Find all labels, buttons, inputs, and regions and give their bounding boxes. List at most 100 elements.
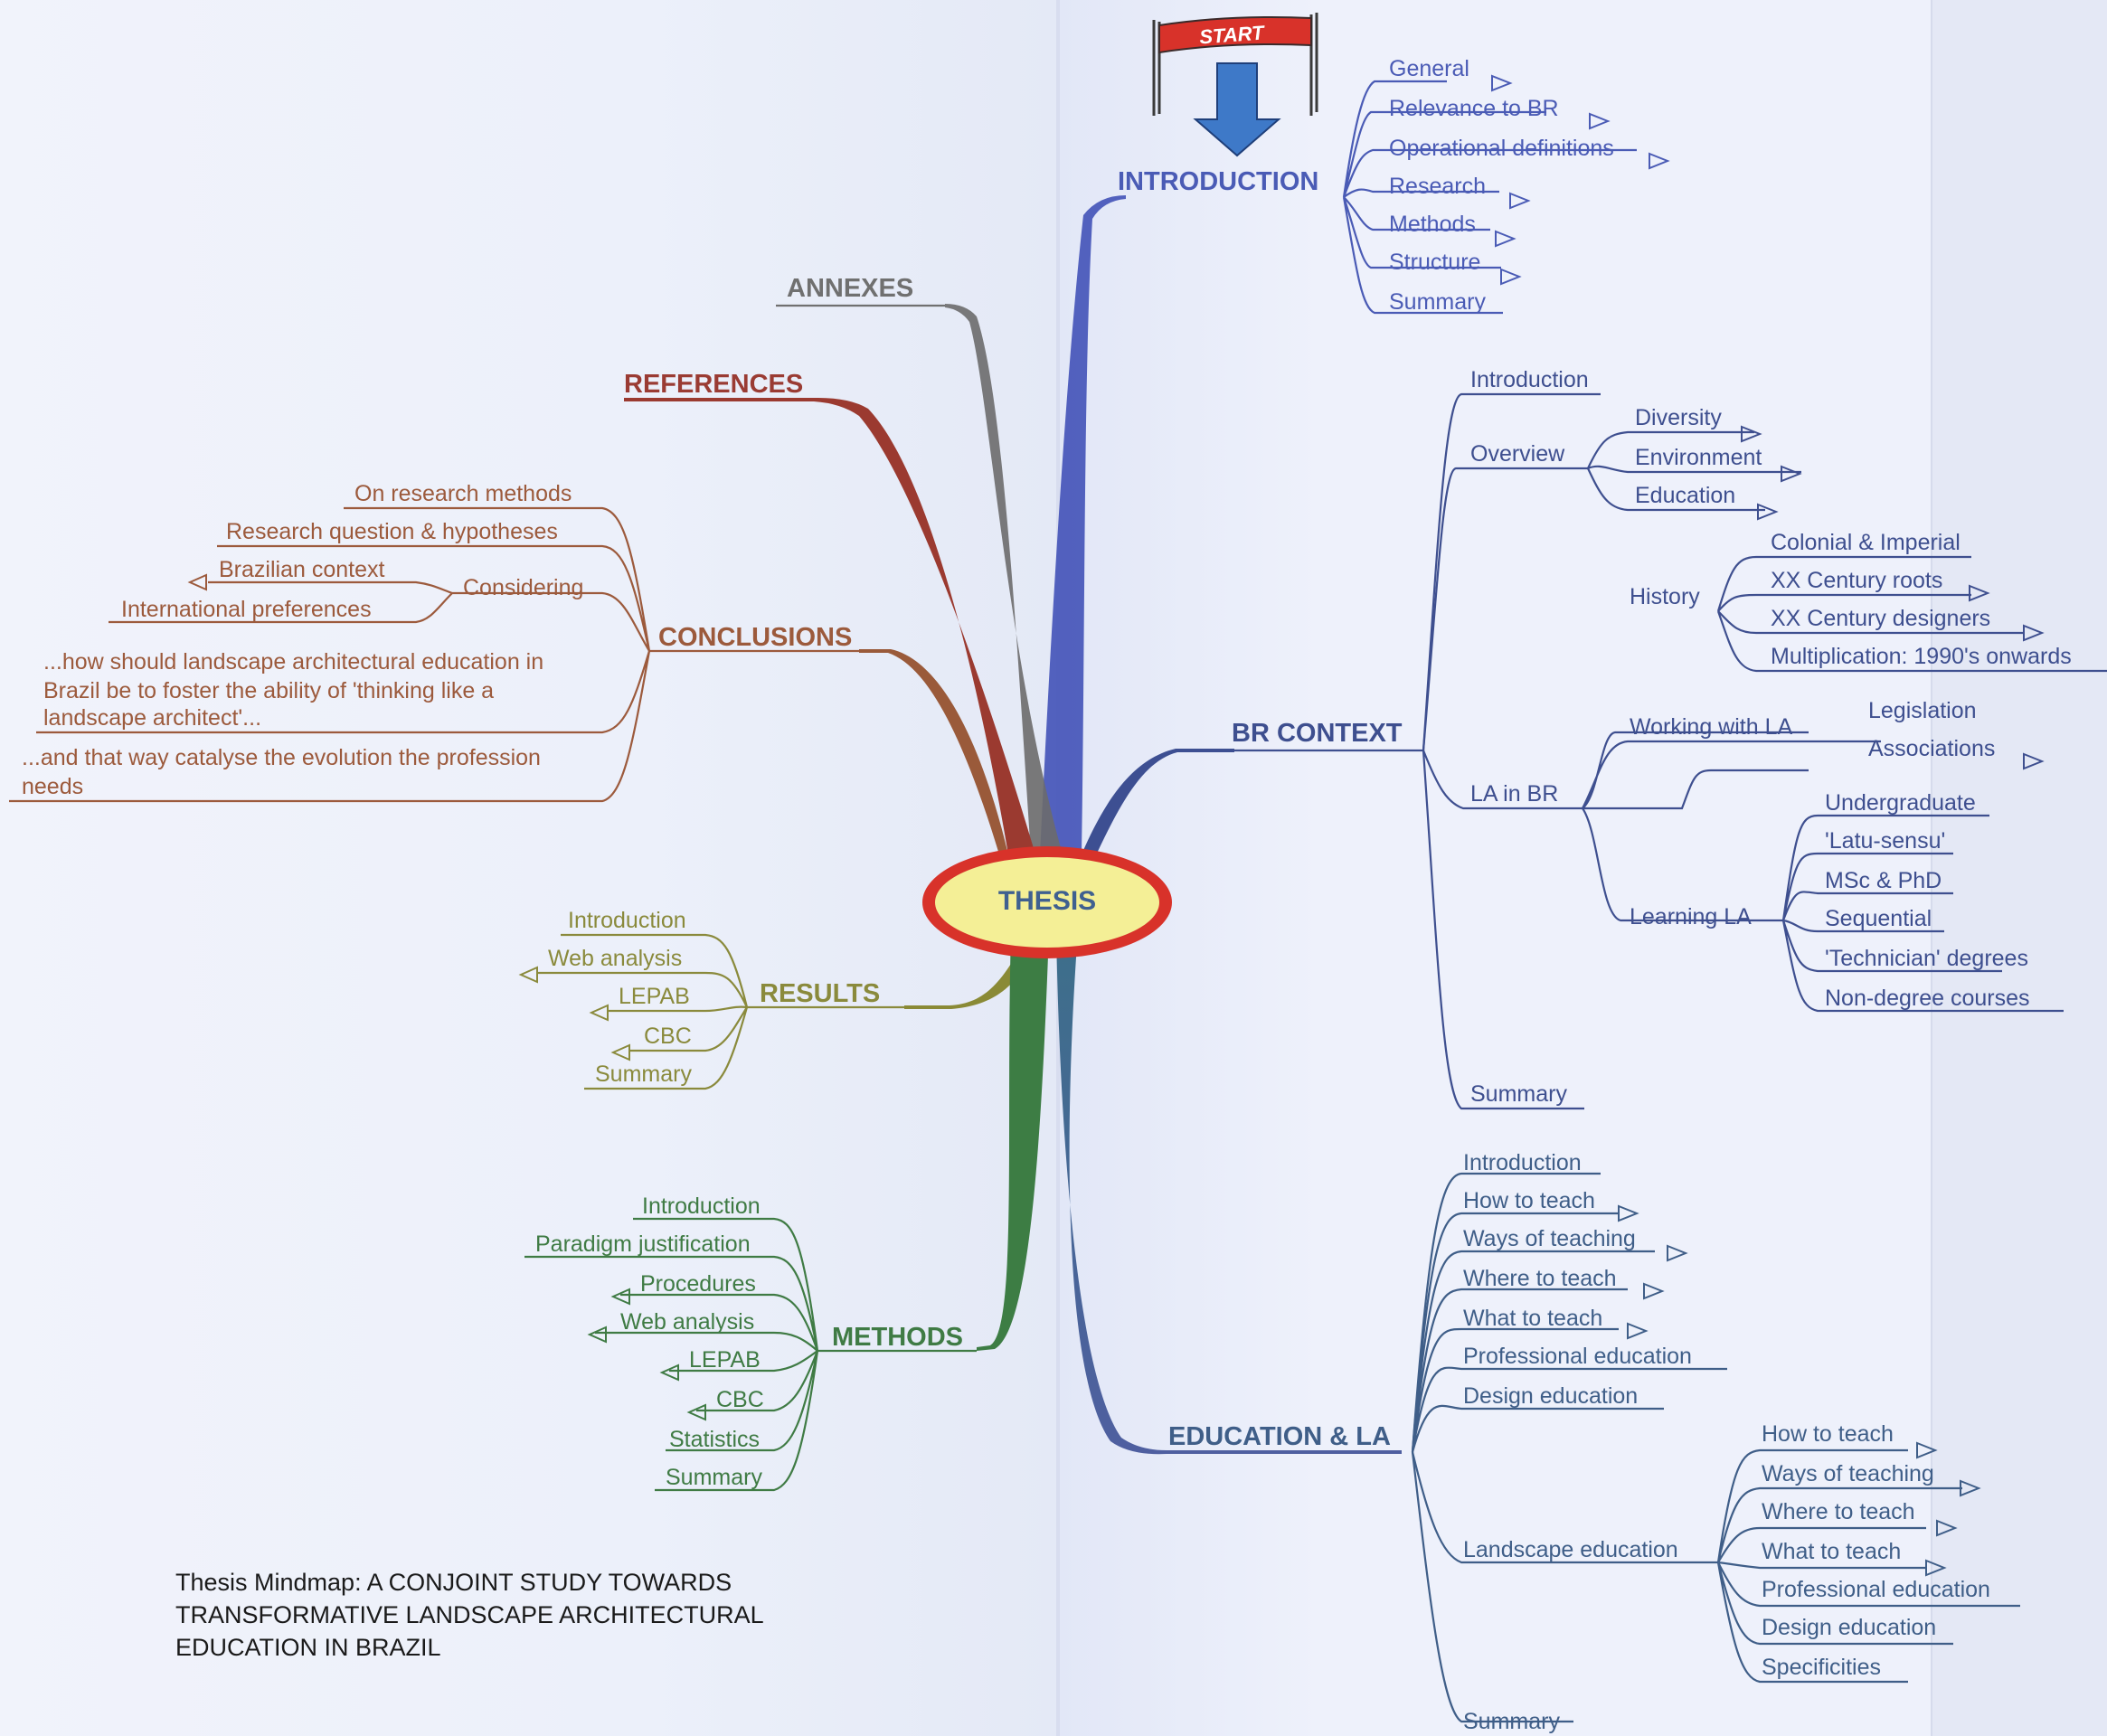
edu-item-professional: Professional education bbox=[1463, 1344, 1692, 1369]
references-title: REFERENCES bbox=[624, 370, 803, 399]
intro-item-relevance: Relevance to BR bbox=[1389, 96, 1559, 121]
edu-item-how: How to teach bbox=[1463, 1188, 1595, 1213]
br-learning-msc: MSc & PhD bbox=[1825, 868, 1942, 893]
conclusions-quote2-line1: ...and that way catalyse the evolution t… bbox=[22, 745, 541, 770]
edu-item-what: What to teach bbox=[1463, 1306, 1602, 1331]
edu-landscape-where: Where to teach bbox=[1762, 1499, 1915, 1524]
br-learning-sequential: Sequential bbox=[1825, 906, 1932, 931]
start-sign: START bbox=[1152, 13, 1318, 157]
branch-br-context bbox=[1082, 749, 1234, 859]
methods-paradigm: Paradigm justification bbox=[535, 1231, 751, 1257]
caption-line-2: TRANSFORMATIVE LANDSCAPE ARCHITECTURAL bbox=[175, 1601, 764, 1628]
results-labels: RESULTS Introduction Web analysis LEPAB … bbox=[548, 908, 880, 1087]
edu-landscape-design: Design education bbox=[1762, 1615, 1936, 1640]
intro-item-definitions: Operational definitions bbox=[1389, 136, 1614, 161]
edu-item-ways: Ways of teaching bbox=[1463, 1226, 1636, 1251]
br-overview-environment: Environment bbox=[1635, 445, 1762, 470]
methods-summary: Summary bbox=[666, 1465, 762, 1490]
br-learning-latu: 'Latu-sensu' bbox=[1825, 828, 1945, 854]
annexes-title: ANNEXES bbox=[787, 274, 913, 303]
start-label: START bbox=[1198, 21, 1265, 48]
edu-item-where: Where to teach bbox=[1463, 1266, 1617, 1291]
conclusions-labels: CONCLUSIONS On research methods Research… bbox=[22, 481, 852, 799]
conclusions-section bbox=[9, 506, 859, 803]
br-working: Working with LA bbox=[1630, 714, 1792, 740]
right-page bbox=[1058, 0, 1931, 1736]
methods-statistics: Statistics bbox=[669, 1427, 760, 1452]
br-context-labels: BR CONTEXT Introduction Overview Diversi… bbox=[1232, 367, 2072, 1107]
edu-item-introduction: Introduction bbox=[1463, 1150, 1582, 1175]
methods-web-analysis: Web analysis bbox=[620, 1309, 754, 1335]
education-section bbox=[1411, 1172, 2020, 1723]
br-context-title: BR CONTEXT bbox=[1232, 719, 1403, 748]
results-section bbox=[518, 933, 904, 1090]
br-learning-technician: 'Technician' degrees bbox=[1825, 946, 2028, 971]
br-history-multiplication: Multiplication: 1990's onwards bbox=[1771, 644, 2072, 669]
branch-education bbox=[1056, 931, 1402, 1455]
results-introduction: Introduction bbox=[568, 908, 686, 933]
br-summary: Summary bbox=[1470, 1081, 1567, 1107]
br-history: History bbox=[1630, 584, 1700, 609]
intro-item-methods: Methods bbox=[1389, 212, 1476, 237]
intro-item-research: Research bbox=[1389, 174, 1486, 199]
results-cbc: CBC bbox=[644, 1024, 692, 1049]
page-edge bbox=[1931, 0, 2107, 1736]
edu-landscape: Landscape education bbox=[1463, 1537, 1678, 1562]
methods-labels: METHODS Introduction Paradigm justificat… bbox=[535, 1194, 963, 1490]
left-page bbox=[0, 0, 1058, 1736]
center-label: THESIS bbox=[998, 886, 1096, 916]
br-la-in-br: LA in BR bbox=[1470, 781, 1558, 807]
intro-item-structure: Structure bbox=[1389, 250, 1480, 275]
br-overview: Overview bbox=[1470, 441, 1565, 467]
methods-cbc: CBC bbox=[716, 1387, 764, 1412]
methods-introduction: Introduction bbox=[642, 1194, 761, 1219]
br-history-designers: XX Century designers bbox=[1771, 606, 1990, 631]
br-overview-education: Education bbox=[1635, 483, 1735, 508]
center-node: THESIS bbox=[922, 846, 1172, 958]
methods-lepab: LEPAB bbox=[689, 1347, 761, 1373]
br-learning-undergraduate: Undergraduate bbox=[1825, 790, 1976, 816]
caption-line-1: Thesis Mindmap: A CONJOINT STUDY TOWARDS bbox=[175, 1569, 732, 1596]
intro-item-summary: Summary bbox=[1389, 289, 1486, 315]
br-context-section bbox=[1234, 392, 2107, 1110]
results-title: RESULTS bbox=[760, 979, 880, 1008]
edu-item-design: Design education bbox=[1463, 1383, 1638, 1409]
conclusions-quote1-line2: Brazil be to foster the ability of 'thin… bbox=[43, 678, 494, 703]
conclusions-on-methods: On research methods bbox=[354, 481, 572, 506]
results-web-analysis: Web analysis bbox=[548, 946, 682, 971]
conclusions-quote1-line3: landscape architect'... bbox=[43, 705, 261, 731]
introduction-labels: INTRODUCTION General Relevance to BR Ope… bbox=[1118, 56, 1614, 315]
edu-landscape-what: What to teach bbox=[1762, 1539, 1901, 1564]
edu-landscape-ways: Ways of teaching bbox=[1762, 1461, 1934, 1486]
edu-landscape-how: How to teach bbox=[1762, 1421, 1894, 1447]
br-learning: Learning LA bbox=[1630, 904, 1752, 929]
conclusions-brazilian: Brazilian context bbox=[219, 557, 384, 582]
education-title: EDUCATION & LA bbox=[1168, 1422, 1391, 1451]
conclusions-international: International preferences bbox=[121, 597, 372, 622]
conclusions-quote2-line2: needs bbox=[22, 774, 83, 799]
conclusions-considering: Considering bbox=[463, 575, 583, 600]
br-learning-nondegree: Non-degree courses bbox=[1825, 986, 2030, 1011]
br-history-colonial: Colonial & Imperial bbox=[1771, 530, 1961, 555]
conclusions-quote1-line1: ...how should landscape architectural ed… bbox=[43, 649, 543, 675]
branch-conclusions bbox=[859, 649, 1008, 854]
edu-landscape-professional: Professional education bbox=[1762, 1577, 1990, 1602]
conclusions-title: CONCLUSIONS bbox=[658, 623, 852, 652]
intro-item-general: General bbox=[1389, 56, 1469, 81]
methods-procedures: Procedures bbox=[640, 1271, 756, 1297]
edu-landscape-specificities: Specificities bbox=[1762, 1655, 1881, 1680]
conclusions-question: Research question & hypotheses bbox=[226, 519, 558, 544]
br-history-roots: XX Century roots bbox=[1771, 568, 1942, 593]
results-summary: Summary bbox=[595, 1061, 692, 1087]
branch-introduction bbox=[1040, 195, 1126, 854]
br-working-legislation: Legislation bbox=[1868, 698, 1977, 723]
introduction-section bbox=[1342, 74, 1670, 315]
caption: Thesis Mindmap: A CONJOINT STUDY TOWARDS… bbox=[175, 1566, 863, 1664]
branch-methods bbox=[977, 931, 1049, 1351]
methods-section bbox=[524, 1217, 977, 1492]
br-working-associations: Associations bbox=[1868, 736, 1995, 761]
br-introduction: Introduction bbox=[1470, 367, 1589, 392]
br-overview-diversity: Diversity bbox=[1635, 405, 1722, 430]
